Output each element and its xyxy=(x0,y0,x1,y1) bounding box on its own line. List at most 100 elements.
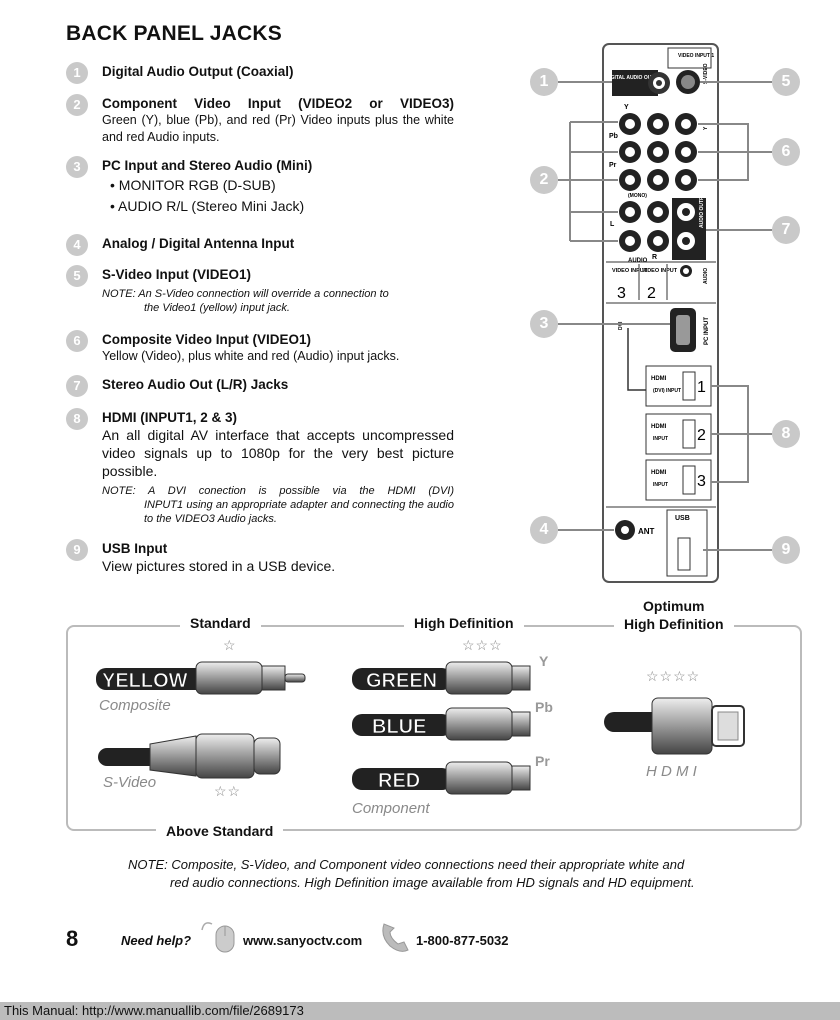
hdmi-input-label-3: INPUT xyxy=(653,482,668,488)
video-input-3-number: 3 xyxy=(617,285,626,302)
item-number: 8 xyxy=(66,408,88,430)
component-caption: Component xyxy=(352,800,430,817)
note-continuation: the Video1 (yellow) input jack. xyxy=(144,302,290,314)
component-jacks xyxy=(619,113,669,252)
audio-output-label: AUDIO OUTPUT xyxy=(699,190,705,228)
hdmi-3-number: 3 xyxy=(697,473,706,490)
bottom-note-label: NOTE xyxy=(128,857,165,872)
item-heading: PC Input and Stereo Audio (Mini) xyxy=(102,158,313,173)
callout-8: 8 xyxy=(772,420,800,448)
ant-label: ANT xyxy=(638,527,655,536)
pb-label: Pb xyxy=(609,133,618,140)
callout-2: 2 xyxy=(530,166,558,194)
need-help-text: Need help? xyxy=(121,933,192,948)
item-heading: Component Video Input (VIDEO2 or VIDEO3) xyxy=(102,96,454,111)
item-body: Yellow (Video), plus white and red (Audi… xyxy=(102,349,400,363)
note-text: : A DVI conection is possible via the HD… xyxy=(132,485,454,497)
item-heading: S-Video Input (VIDEO1) xyxy=(102,267,252,282)
dvi-label: DVI xyxy=(618,321,624,330)
item-digital-audio-output: 1 Digital Audio Output (Coaxial) xyxy=(66,62,454,84)
page-number: 8 xyxy=(66,926,79,951)
quality-comparison-box xyxy=(66,625,802,831)
y-label: Y xyxy=(624,104,629,111)
item-number: 7 xyxy=(66,375,88,397)
item-note: NOTE: An S-Video connection will overrid… xyxy=(102,287,454,315)
callout-6: 6 xyxy=(772,138,800,166)
l-label: L xyxy=(610,221,615,228)
audio-mini-label: AUDIO xyxy=(703,268,709,284)
bullet-monitor-rgb: • MONITOR RGB (D-SUB) xyxy=(110,177,276,193)
footer-manual-link[interactable]: This Manual: http://www.manuallib.com/fi… xyxy=(0,1002,840,1020)
optimum-stars: ☆☆☆☆ xyxy=(646,668,701,684)
standard-label: Standard xyxy=(180,615,261,631)
video-input-2-number: 2 xyxy=(647,285,656,302)
svideo-caption: S-Video xyxy=(103,774,157,791)
video-input-2-label: VIDEO INPUT xyxy=(642,268,678,274)
callout-1: 1 xyxy=(530,68,558,96)
high-definition-label: High Definition xyxy=(404,615,524,631)
hdmi-logo-2: HDMI xyxy=(651,424,667,430)
hdmi-1-number: 1 xyxy=(697,379,706,396)
callout-4: 4 xyxy=(530,516,558,544)
bottom-note-continuation: red audio connections. High Definition i… xyxy=(170,875,695,890)
item-heading: Stereo Audio Out (L/R) Jacks xyxy=(102,377,289,392)
item-component-video-input: 2 Component Video Input (VIDEO2 or VIDEO… xyxy=(66,94,454,146)
video-input-1-label: VIDEO INPUT 1 xyxy=(678,53,714,59)
item-number: 6 xyxy=(66,330,88,352)
video-input-3-label: VIDEO INPUT xyxy=(612,268,648,274)
hdmi-input-label-2: INPUT xyxy=(653,436,668,442)
bottom-note: NOTE: Composite, S-Video, and Component … xyxy=(128,856,738,892)
item-composite-video-input: 6 Composite Video Input (VIDEO1) Yellow … xyxy=(66,330,454,365)
above-standard-stars: ☆☆ xyxy=(214,783,242,799)
pr-label: Pr xyxy=(609,162,617,169)
item-note: NOTE: A DVI conection is possible via th… xyxy=(102,484,454,526)
callout-9: 9 xyxy=(772,536,800,564)
phone-number: 1-800-877-5032 xyxy=(416,933,509,948)
note-label: NOTE xyxy=(102,485,133,497)
page-title: BACK PANEL JACKS xyxy=(66,22,282,45)
optimum-line-2: High Definition xyxy=(624,616,724,632)
item-heading: Digital Audio Output (Coaxial) xyxy=(102,64,294,79)
website-link[interactable]: www.sanyoctv.com xyxy=(243,933,363,948)
callout-7: 7 xyxy=(772,216,800,244)
hdmi-caption: H D M I xyxy=(646,763,697,780)
item-pc-input: 3 PC Input and Stereo Audio (Mini) • MON… xyxy=(66,156,454,217)
high-definition-stars: ☆☆☆ xyxy=(462,637,503,653)
optimum-label: Optimum High Definition xyxy=(614,597,734,633)
standard-stars: ☆ xyxy=(223,637,237,653)
audio-label: AUDIO xyxy=(628,258,648,264)
video-input-1-label-box xyxy=(667,47,712,69)
item-number: 3 xyxy=(66,156,88,178)
back-panel xyxy=(602,43,719,583)
digital-audio-output-label: DIGITAL AUDIO OUTPUT xyxy=(606,75,665,81)
item-number: 2 xyxy=(66,94,88,116)
item-stereo-audio-out: 7 Stereo Audio Out (L/R) Jacks xyxy=(66,375,454,397)
mono-label: (MONO) xyxy=(628,193,647,199)
item-heading: HDMI (INPUT1, 2 & 3) xyxy=(102,410,238,425)
note-text: : An S-Video connection will override a … xyxy=(132,288,389,300)
composite-caption: Composite xyxy=(99,697,171,714)
item-antenna-input: 4 Analog / Digital Antenna Input xyxy=(66,234,454,256)
callout-3: 3 xyxy=(530,310,558,338)
item-body: An all digital AV interface that accepts… xyxy=(102,427,454,479)
note-label: NOTE xyxy=(102,288,133,300)
optimum-line-1: Optimum xyxy=(643,598,705,614)
item-usb-input: 9 USB Input View pictures stored in a US… xyxy=(66,539,454,575)
item-number: 1 xyxy=(66,62,88,84)
hdmi-2-number: 2 xyxy=(697,427,706,444)
digital-audio-output-block xyxy=(612,70,658,96)
item-heading: Composite Video Input (VIDEO1) xyxy=(102,332,312,347)
above-standard-label: Above Standard xyxy=(156,823,284,839)
item-heading: Analog / Digital Antenna Input xyxy=(102,236,295,251)
item-number: 4 xyxy=(66,234,88,256)
hdmi-logo-3: HDMI xyxy=(651,470,667,476)
usb-block xyxy=(666,509,708,577)
item-heading: USB Input xyxy=(102,541,168,556)
item-svideo-input: 5 S-Video Input (VIDEO1) NOTE: An S-Vide… xyxy=(66,265,454,315)
pc-input-label: PC INPUT xyxy=(704,317,710,345)
svideo-label: S-VIDEO xyxy=(703,63,709,84)
audio-output-block xyxy=(672,198,706,260)
item-hdmi: 8 HDMI (INPUT1, 2 & 3) An all digital AV… xyxy=(66,408,454,526)
mouse-icon xyxy=(201,922,235,953)
callout-5: 5 xyxy=(772,68,800,96)
